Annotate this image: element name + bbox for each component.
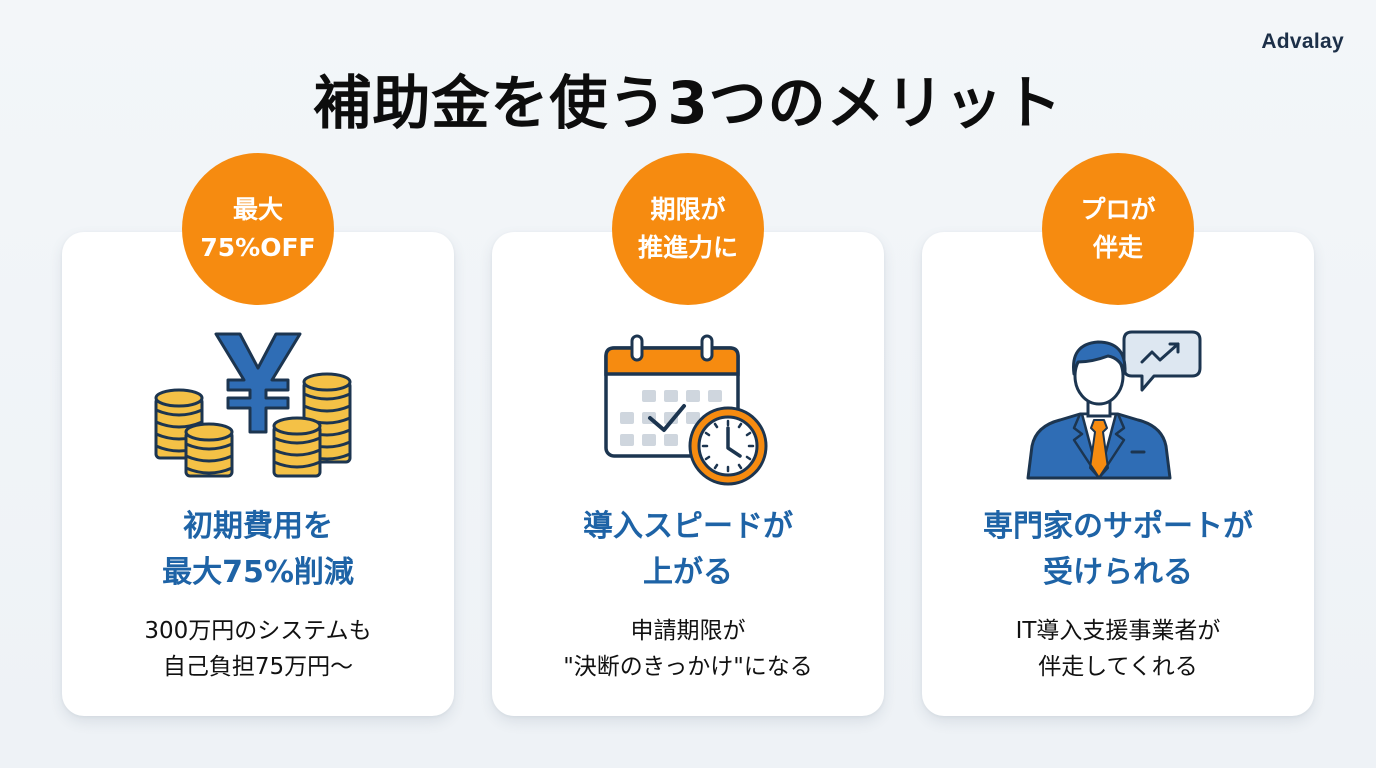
merit-card-cost: 最大 75%OFF 初期費用を 最大75%削減 xyxy=(62,153,454,716)
yen-coins-icon xyxy=(154,332,352,478)
merit-description: IT導入支援事業者が 伴走してくれる xyxy=(922,613,1314,685)
merit-description: 申請期限が "決断のきっかけ"になる xyxy=(492,613,884,685)
description-line: 申請期限が xyxy=(630,618,746,644)
merit-heading: 専門家のサポートが 受けられる xyxy=(922,504,1314,596)
merit-heading: 導入スピードが 上がる xyxy=(492,504,884,596)
badge-line: プロが xyxy=(1080,195,1156,224)
merit-heading: 初期費用を 最大75%削減 xyxy=(62,504,454,596)
consultant-chart-icon xyxy=(1026,330,1202,480)
heading-line: 受けられる xyxy=(1043,555,1193,590)
badge-line: 期限が xyxy=(650,195,726,224)
merit-description: 300万円のシステムも 自己負担75万円〜 xyxy=(62,613,454,685)
badge-line: 推進力に xyxy=(637,233,738,262)
description-line: 自己負担75万円〜 xyxy=(162,654,354,680)
heading-line: 上がる xyxy=(643,555,733,590)
description-line: 300万円のシステムも xyxy=(144,618,372,644)
badge-line: 75%OFF xyxy=(200,233,316,262)
heading-line: 専門家のサポートが xyxy=(983,509,1253,544)
heading-line: 導入スピードが xyxy=(583,509,793,544)
merit-badge: プロが 伴走 xyxy=(1042,153,1194,305)
heading-line: 最大75%削減 xyxy=(162,555,354,590)
brand-logo: Advalay xyxy=(1261,30,1344,53)
merit-card-speed: 期限が 推進力に xyxy=(492,153,884,716)
merit-card-support: プロが 伴走 専門家のサポートが 受けられる IT導入支援事業者が 伴走してくれ… xyxy=(922,153,1314,716)
merit-badge: 期限が 推進力に xyxy=(612,153,764,305)
badge-line: 伴走 xyxy=(1092,233,1143,262)
calendar-clock-icon xyxy=(604,334,768,486)
heading-line: 初期費用を xyxy=(183,509,333,544)
description-line: "決断のきっかけ"になる xyxy=(563,654,813,680)
description-line: 伴走してくれる xyxy=(1038,654,1198,680)
description-line: IT導入支援事業者が xyxy=(1015,618,1221,644)
merit-badge: 最大 75%OFF xyxy=(182,153,334,305)
badge-line: 最大 xyxy=(232,195,283,224)
page-title: 補助金を使う3つのメリット xyxy=(313,69,1063,137)
